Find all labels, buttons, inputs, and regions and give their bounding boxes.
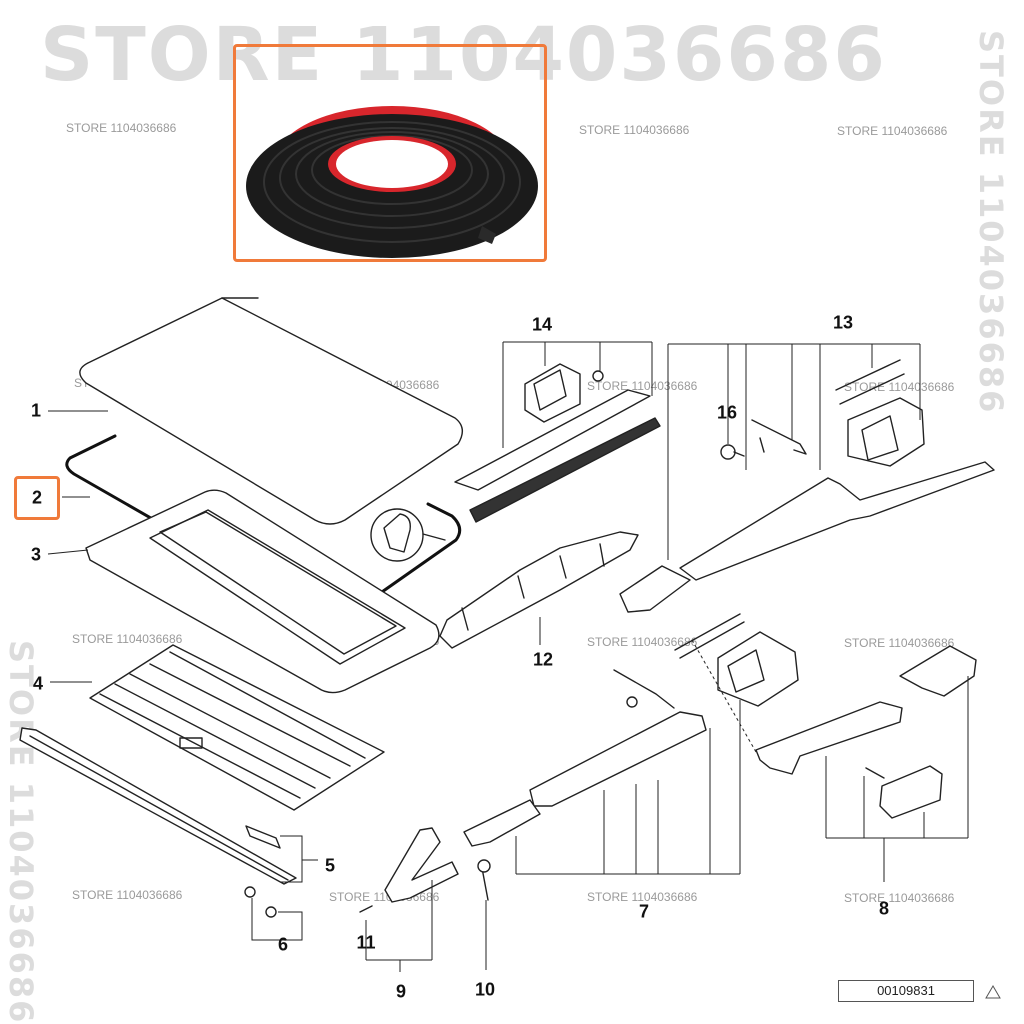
watermark-small: STORE 1104036686 (66, 121, 177, 135)
callout-16: 16 (716, 402, 738, 423)
screw (265, 906, 277, 918)
callout-2: 2 (31, 487, 43, 508)
watermark-small: STORE 1104036686 (587, 379, 698, 393)
watermark-small: STORE 1104036686 (579, 123, 690, 137)
drive-bracket (717, 631, 799, 707)
watermark-small: STORE 1104036686 (587, 890, 698, 904)
watermark-small: STORE 1104036686 (72, 888, 183, 902)
diagram-code: 00109831 (838, 980, 974, 1002)
lift-lever (755, 701, 903, 775)
guide-rail (454, 389, 651, 491)
callout-6: 6 (277, 934, 289, 955)
watermark-small: STORE 1104036686 (844, 380, 955, 394)
callout-9: 9 (395, 981, 407, 1002)
mechanism-arm (679, 461, 995, 581)
drive-cable-tube (529, 711, 707, 807)
callout-3: 3 (30, 544, 42, 565)
callout-14: 14 (531, 314, 553, 335)
callout-4: 4 (32, 673, 44, 694)
watermark-small: STORE 1104036686 (72, 632, 183, 646)
callout-11: 11 (356, 932, 376, 953)
callout-12: 12 (532, 649, 554, 670)
screw (244, 886, 256, 898)
warning-triangle-icon (985, 985, 1001, 999)
watermark-small: STORE 1104036686 (587, 635, 698, 649)
glass-panel (79, 297, 463, 525)
product-photo-frame (233, 44, 547, 262)
watermark-small: STORE 1104036686 (844, 891, 955, 905)
callout-1: 1 (30, 400, 42, 421)
watermark-small: STORE 1104036686 (837, 124, 948, 138)
hinge-lever (384, 827, 459, 903)
seal-roll-photo (246, 106, 538, 258)
callout-5: 5 (324, 855, 336, 876)
callout-13: 13 (832, 312, 854, 333)
guide-block (245, 825, 281, 849)
lever-guide (879, 765, 943, 819)
front-rail (19, 727, 297, 885)
sunshade (89, 644, 385, 811)
watermark-top: STORE 1104036686 (40, 12, 887, 98)
slider-block (524, 363, 581, 423)
callout-8: 8 (878, 898, 890, 919)
wind-deflector (439, 531, 639, 649)
callout-10: 10 (474, 979, 496, 1000)
watermark-small: STORE 1104036686 (844, 636, 955, 650)
highlight-label-2 (14, 476, 60, 520)
callout-7: 7 (638, 901, 650, 922)
